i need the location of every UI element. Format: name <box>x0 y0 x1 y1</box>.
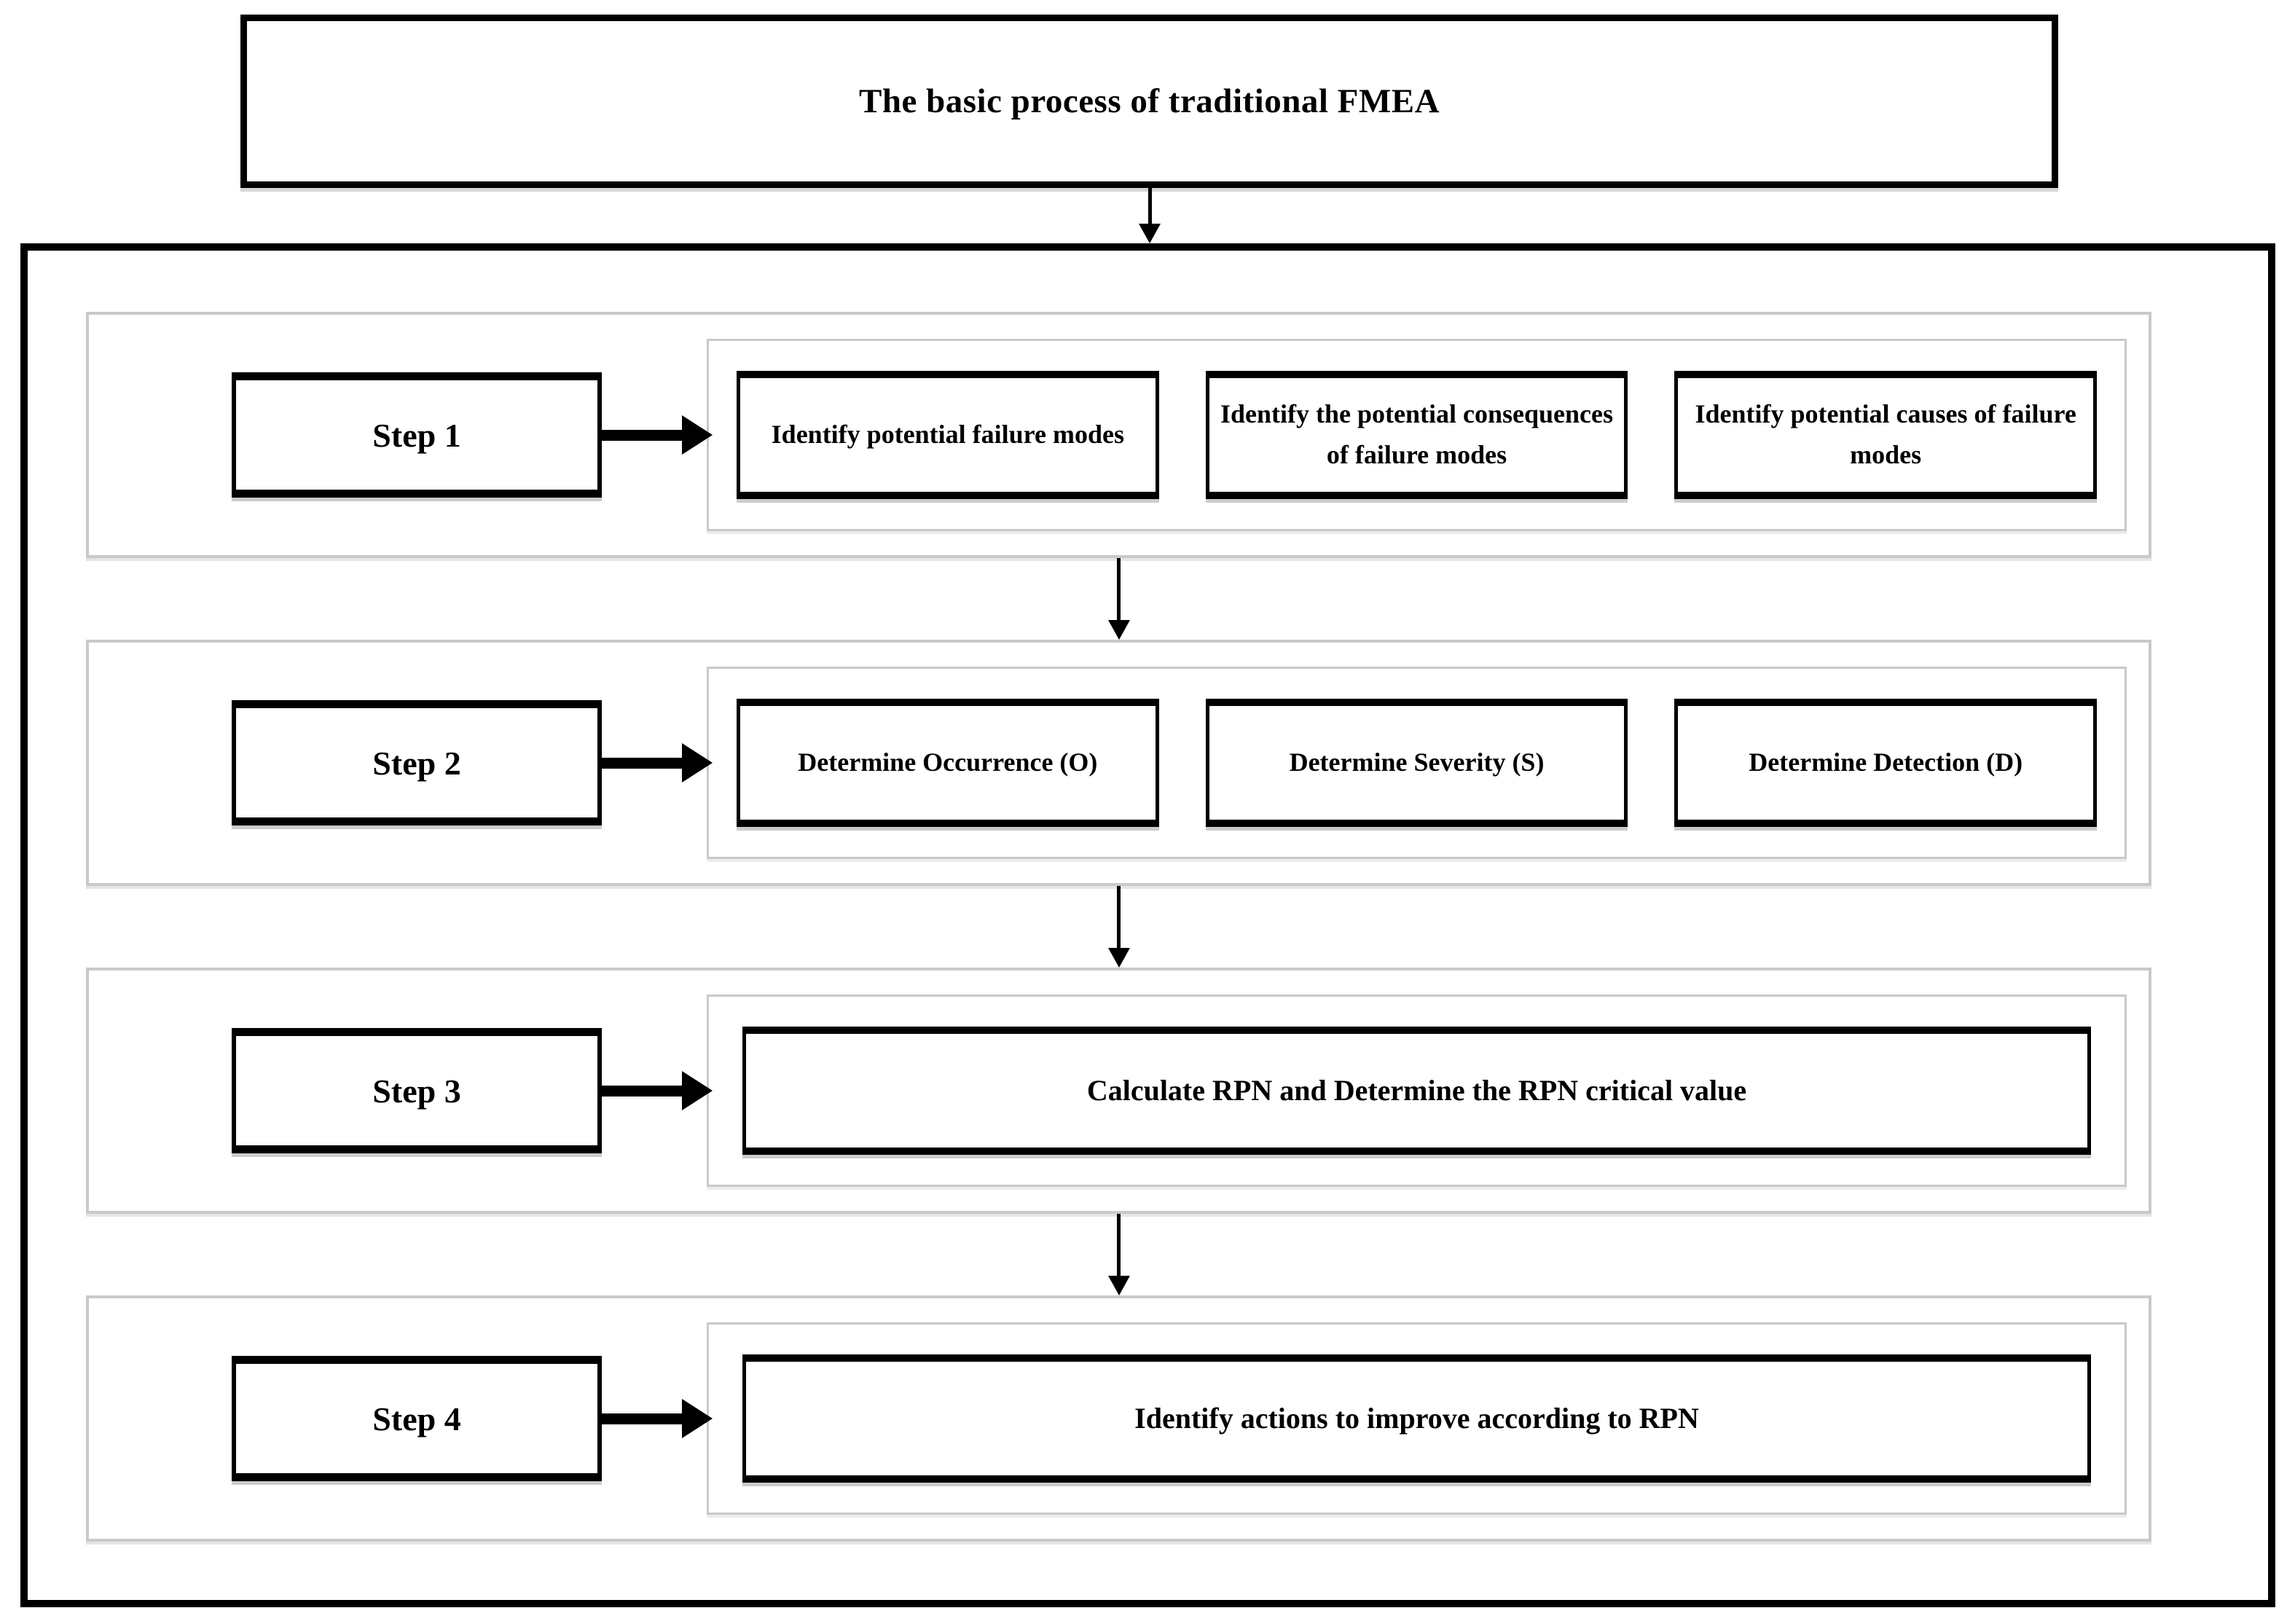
arrow-line <box>1148 188 1152 224</box>
process-frame: Step 1 Identify potential failure modes … <box>20 243 2275 1607</box>
task-label: Determine Severity (S) <box>1289 748 1545 777</box>
step3-box: Step 3 <box>232 1028 602 1153</box>
arrow-line <box>602 1085 682 1097</box>
step2-box: Step 2 <box>232 700 602 825</box>
step3-tasks-container: Calculate RPN and Determine the RPN crit… <box>707 995 2127 1187</box>
step1-label: Step 1 <box>372 416 461 454</box>
task-label: Identify actions to improve according to… <box>1134 1402 1699 1435</box>
arrow-head <box>682 743 713 782</box>
arrow-line <box>602 757 682 769</box>
step4-box: Step 4 <box>232 1356 602 1481</box>
arrow-line <box>1117 1214 1121 1276</box>
task-box: Identify the potential consequences of f… <box>1205 371 1628 499</box>
arrow-line <box>602 1413 682 1424</box>
step1-row: Step 1 Identify potential failure modes … <box>86 312 2151 558</box>
arrow-line <box>1117 886 1121 948</box>
step2-right-arrow-icon <box>602 743 713 782</box>
arrow-head <box>1107 948 1130 968</box>
step3-label: Step 3 <box>372 1072 461 1110</box>
task-box: Identify potential failure modes <box>737 371 1159 499</box>
step1-tasks-container: Identify potential failure modes Identif… <box>707 339 2127 531</box>
step3-right-arrow-icon <box>602 1071 713 1110</box>
step3-row: Step 3 Calculate RPN and Determine the R… <box>86 968 2151 1214</box>
step4-tasks-container: Identify actions to improve according to… <box>707 1322 2127 1515</box>
task-box: Calculate RPN and Determine the RPN crit… <box>742 1027 2091 1155</box>
arrow-head <box>1107 620 1130 640</box>
task-box: Determine Occurrence (O) <box>737 699 1159 827</box>
task-label: Determine Detection (D) <box>1749 748 2023 777</box>
task-box: Determine Severity (S) <box>1205 699 1628 827</box>
task-box: Identify potential causes of failure mod… <box>1674 371 2098 499</box>
task-label: Identify potential causes of failure mod… <box>1695 399 2076 469</box>
flow-down-arrow-icon <box>1107 886 1131 968</box>
step4-right-arrow-icon <box>602 1399 713 1438</box>
title-box: The basic process of traditional FMEA <box>240 15 2058 188</box>
step2-label: Step 2 <box>372 744 461 782</box>
task-box: Identify actions to improve according to… <box>742 1354 2091 1483</box>
arrow-head <box>682 415 713 455</box>
task-label: Determine Occurrence (O) <box>798 748 1098 777</box>
task-label: Identify potential failure modes <box>771 420 1124 450</box>
title-down-arrow-icon <box>1137 188 1162 243</box>
step1-right-arrow-icon <box>602 415 713 455</box>
task-label: Identify the potential consequences of f… <box>1220 399 1613 469</box>
arrow-head <box>1139 224 1161 243</box>
arrow-head <box>682 1399 713 1438</box>
step4-label: Step 4 <box>372 1400 461 1437</box>
diagram-title: The basic process of traditional FMEA <box>858 82 1440 120</box>
step1-box: Step 1 <box>232 372 602 498</box>
task-label: Calculate RPN and Determine the RPN crit… <box>1086 1074 1747 1107</box>
flow-down-arrow-icon <box>1107 1214 1131 1295</box>
arrow-line <box>602 429 682 441</box>
step2-row: Step 2 Determine Occurrence (O) Determin… <box>86 640 2151 886</box>
flow-down-arrow-icon <box>1107 558 1131 640</box>
step2-tasks-container: Determine Occurrence (O) Determine Sever… <box>707 667 2127 859</box>
step4-row: Step 4 Identify actions to improve accor… <box>86 1295 2151 1542</box>
arrow-head <box>1107 1276 1130 1295</box>
arrow-line <box>1117 558 1121 620</box>
task-box: Determine Detection (D) <box>1674 699 2098 827</box>
arrow-head <box>682 1071 713 1110</box>
